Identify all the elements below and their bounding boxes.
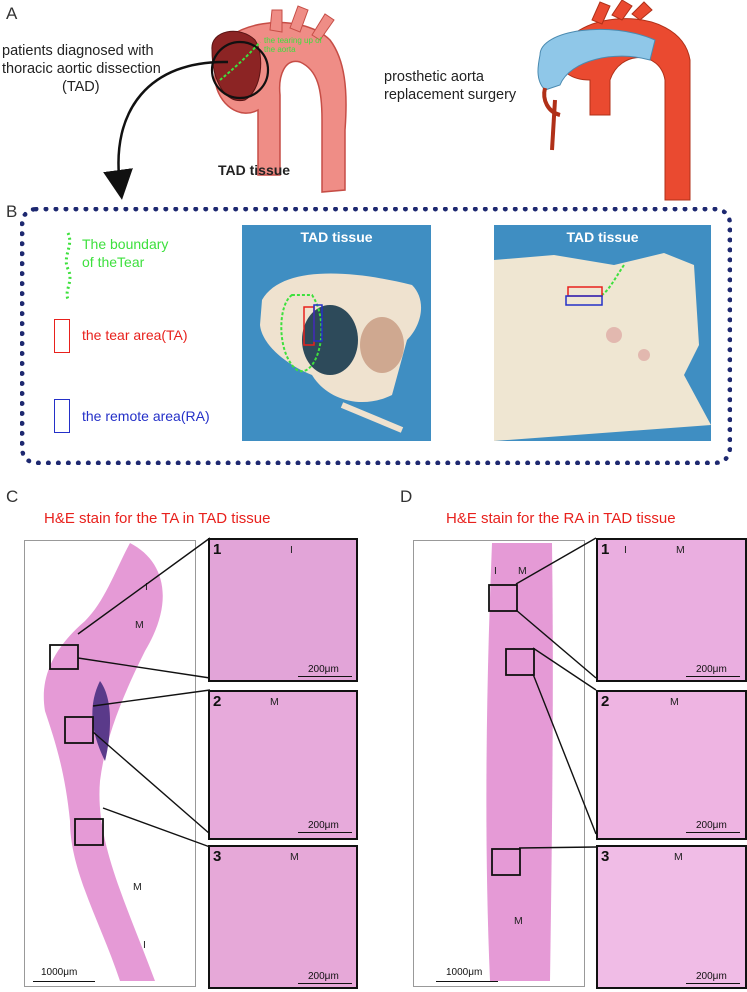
c-tile-3-scale: 200μm [308,971,339,982]
arrow-to-panel-b [103,60,229,200]
boundary-legend-line-2: of theTear [82,254,145,270]
c-tile-2-scale-bar [298,832,352,833]
photo-1-title: TAD tissue [300,229,373,245]
c-overview-label-1: I [145,581,148,593]
panel-d-overview: I M M 1000μm [413,540,585,987]
panel-d-tile-2: 2 M 200μm [596,690,747,840]
d-tile-1-scale: 200μm [696,664,727,675]
right-caption-line-1: prosthetic aorta [384,69,484,85]
remote-area-legend-text: the remote area(RA) [82,408,210,424]
panel-d-tile-1: 1 I M 200μm [596,538,747,682]
panel-label-a: A [6,4,18,23]
panel-label-b: B [6,202,18,221]
d-overview-label-3: M [514,915,523,927]
d-tile-1-number: 1 [601,541,610,558]
panel-a-left-caption: patients diagnosed with thoracic aortic … [2,42,202,96]
d-tile-1-scale-bar [686,676,740,677]
aorta-illustration [103,0,691,201]
c-tile-2-number: 2 [213,693,222,710]
panel-label-d: D [400,487,413,506]
photo-2-title: TAD tissue [566,229,639,245]
panel-d-title: H&E stain for the RA in TAD tissue [446,510,676,527]
c-tile-3-scale-bar [298,983,352,984]
d-tile-3-scale: 200μm [696,971,727,982]
panel-c-zoom-lines [77,537,211,848]
panel-a-right-caption: prosthetic aorta replacement surgery [384,68,516,104]
photo-2-specimen [494,253,711,441]
d-tile-3-scale-bar [686,983,740,984]
c-tile-1-number: 1 [213,541,222,558]
d-tile-3-number: 3 [601,848,610,865]
panel-d-zoom-lines [515,537,597,849]
d-overview-scale-bar [436,981,498,982]
c-tile-1-scale-bar [298,676,352,677]
c-overview-label-3: M [133,881,142,893]
d-tile-3-label: M [674,851,683,863]
tissue-photo-1: TAD tissue [242,225,431,441]
c-overview-label-2: M [135,619,144,631]
tear-note: the tearing up of the aorta [264,36,322,54]
tissue-photo-2: TAD tissue [494,225,711,441]
d-tile-2-label: M [670,696,679,708]
d-overview-label-2: M [518,565,527,577]
c-tile-3-number: 3 [213,848,222,865]
d-tile-1-label-i: I [624,544,627,556]
dissected-aorta-icon [210,5,347,193]
d-tile-2-scale: 200μm [696,820,727,831]
panel-c-tile-3: 3 M 200μm [208,845,358,989]
prosthetic-aorta-icon [537,0,691,201]
c-tile-1-label: I [290,544,293,556]
panel-c-overview: I M M I 1000μm [24,540,196,987]
remote-area-legend-icon [54,399,70,433]
c-tile-3-label: M [290,851,299,863]
panel-c-tile-1: 1 I 200μm [208,538,358,682]
panel-b-frame [20,207,732,465]
c-tile-2-label: M [270,696,279,708]
tear-area-legend-icon [54,319,70,353]
c-overview-label-4: I [143,939,146,951]
tear-area-legend-text: the tear area(TA) [82,327,188,343]
left-caption-line-2: thoracic aortic dissection [2,61,161,77]
right-caption-line-2: replacement surgery [384,87,517,103]
left-caption-line-3: (TAD) [62,79,100,95]
d-tile-2-number: 2 [601,693,610,710]
boundary-legend-line-1: The boundary [82,236,169,252]
d-tile-2-scale-bar [686,832,740,833]
boundary-legend-text: The boundary of theTear [82,235,168,271]
c-tile-1-scale: 200μm [308,664,339,675]
c-overview-scale-bar [33,981,95,982]
panel-c-tile-2: 2 M 200μm [208,690,358,840]
boundary-legend-icon [64,232,72,300]
d-tile-1-label-m: M [676,544,685,556]
panel-d-tissue-section [486,543,553,981]
panel-d-tile-3: 3 M 200μm [596,845,747,989]
panel-c-tissue-section [43,543,163,981]
panel-c-title: H&E stain for the TA in TAD tissue [44,510,271,527]
c-overview-scale-text: 1000μm [41,967,78,978]
c-tile-2-scale: 200μm [308,820,339,831]
d-overview-label-1: I [494,565,497,577]
panel-label-c: C [6,487,19,506]
d-overview-scale-text: 1000μm [446,967,483,978]
tad-tissue-label: TAD tissue [218,162,291,178]
photo-1-specimen [260,273,422,433]
left-caption-line-1: patients diagnosed with [2,43,154,59]
